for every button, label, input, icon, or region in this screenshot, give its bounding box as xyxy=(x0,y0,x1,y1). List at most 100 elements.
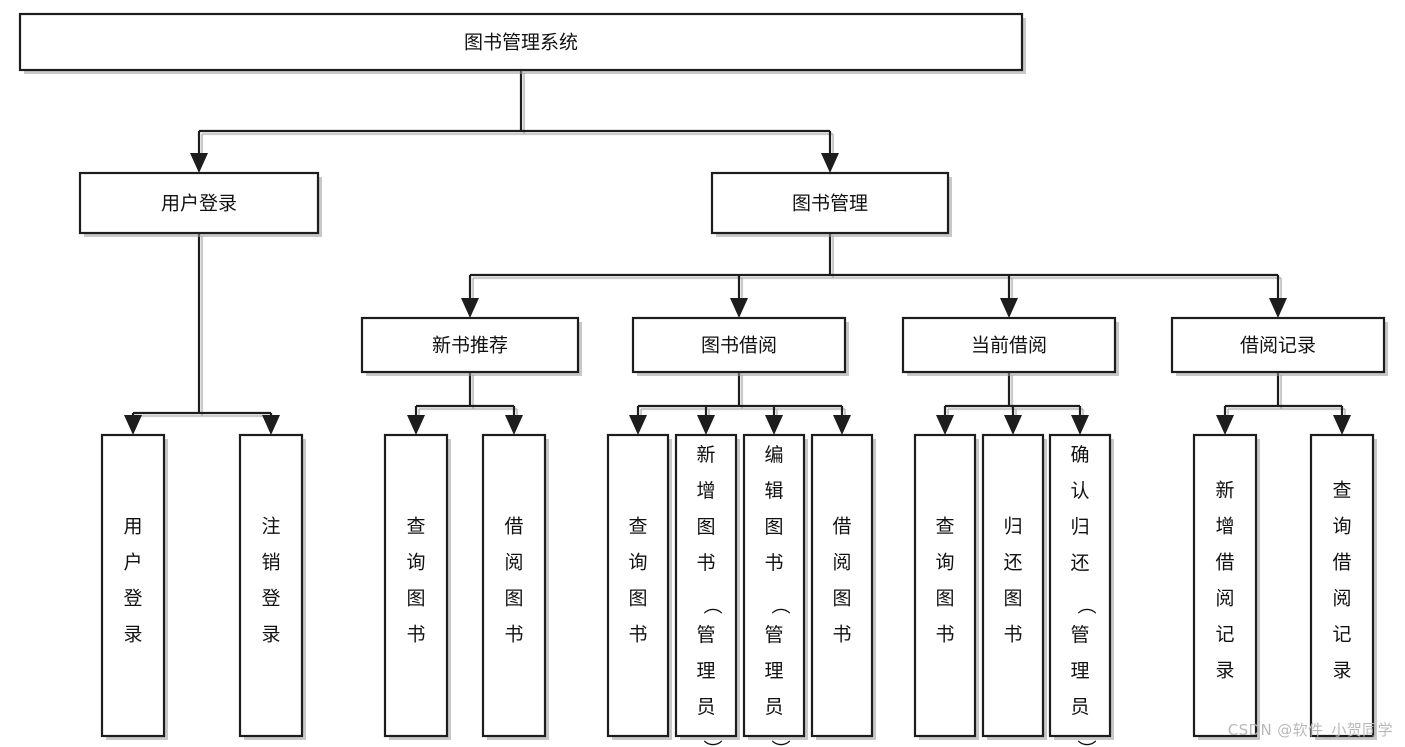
node-rect[interactable] xyxy=(710,171,950,235)
node-label-char: 查 xyxy=(935,516,954,538)
node-rect[interactable] xyxy=(901,316,1117,374)
arrow-head xyxy=(461,298,479,318)
node-book-manage[interactable]: 图书管理 xyxy=(710,171,952,237)
node-label-char: 理 xyxy=(696,660,715,682)
node-rect[interactable] xyxy=(674,433,738,738)
edge-group-user-login xyxy=(124,233,280,435)
node-label-char: 新 xyxy=(1215,480,1234,502)
node-label: 用户登录 xyxy=(161,193,237,215)
node-label-char: 记 xyxy=(1215,624,1234,646)
node-rect[interactable] xyxy=(100,433,166,738)
arrow-head xyxy=(1000,298,1018,318)
node-rect[interactable] xyxy=(742,433,806,738)
arrow-head xyxy=(1216,415,1234,435)
node-rect[interactable] xyxy=(981,433,1045,738)
node-label-char: 查 xyxy=(628,516,647,538)
node-label-char: 录 xyxy=(261,624,280,646)
node-label-char: 图 xyxy=(628,588,647,610)
node-label-char: 查 xyxy=(1332,480,1351,502)
node-label-char: 图 xyxy=(504,588,523,610)
node-label-char: 书 xyxy=(628,624,647,646)
node-label-char: 询 xyxy=(628,552,647,574)
arrow-head xyxy=(821,153,839,173)
arrow-head xyxy=(190,153,208,173)
edge-group-borrow-record xyxy=(1216,372,1351,435)
node-label-char: 录 xyxy=(1215,660,1234,682)
node-label-char: 管 xyxy=(764,624,783,646)
arrow-head xyxy=(1004,415,1022,435)
arrow-head xyxy=(262,415,280,435)
arrow-head xyxy=(124,415,142,435)
node-label-char: 管 xyxy=(1070,624,1089,646)
node-label-char: 书 xyxy=(696,552,715,574)
node-rect[interactable] xyxy=(1048,433,1112,738)
node-borrow-record[interactable]: 借阅记录 xyxy=(1170,316,1388,376)
edge-layer xyxy=(124,70,1351,435)
node-label-char: ） xyxy=(1075,739,1097,747)
node-layer: 图书管理系统用户登录图书管理新书推荐图书借阅当前借阅借阅记录用户登录注销登录查询… xyxy=(18,12,1388,747)
node-label-char: （ xyxy=(701,595,723,614)
node-label-char: 借 xyxy=(1215,552,1234,574)
node-label-char: 询 xyxy=(1332,516,1351,538)
arrow-head xyxy=(505,415,523,435)
node-label: 当前借阅 xyxy=(971,335,1047,357)
node-label-char: 登 xyxy=(261,588,280,610)
node-book-borrow[interactable]: 图书借阅 xyxy=(631,316,849,376)
arrow-head xyxy=(629,415,647,435)
node-label-char: 图 xyxy=(935,588,954,610)
arrow-head xyxy=(936,415,954,435)
node-label-char: 户 xyxy=(123,552,142,574)
node-label-char: 增 xyxy=(696,480,715,502)
node-label-char: 注 xyxy=(261,516,280,538)
node-label-char: 书 xyxy=(935,624,954,646)
node-root[interactable]: 图书管理系统 xyxy=(18,12,1026,74)
node-rect[interactable] xyxy=(810,433,874,738)
node-label-char: 图 xyxy=(764,516,783,538)
node-label-char: 录 xyxy=(123,624,142,646)
node-rect[interactable] xyxy=(78,171,320,235)
node-rect[interactable] xyxy=(913,433,977,738)
node-rect[interactable] xyxy=(238,433,304,738)
node-label-char: 阅 xyxy=(504,552,523,574)
arrow-head xyxy=(407,415,425,435)
node-rect[interactable] xyxy=(1192,433,1258,738)
node-rect[interactable] xyxy=(631,316,847,374)
node-rect[interactable] xyxy=(606,433,670,738)
node-label: 新书推荐 xyxy=(432,335,508,357)
node-label-char: （ xyxy=(769,595,791,614)
node-label-char: 辑 xyxy=(764,480,783,502)
node-rect[interactable] xyxy=(1309,433,1375,738)
node-rect[interactable] xyxy=(481,433,547,738)
node-rect[interactable] xyxy=(1170,316,1386,374)
node-rect[interactable] xyxy=(360,316,580,374)
node-label-char: 还 xyxy=(1003,552,1022,574)
node-label-char: 管 xyxy=(696,624,715,646)
arrow-head xyxy=(765,415,783,435)
node-label-char: 询 xyxy=(406,552,425,574)
node-new-book-rec[interactable]: 新书推荐 xyxy=(360,316,582,376)
node-rect[interactable] xyxy=(383,433,449,738)
node-label: 图书管理 xyxy=(792,193,868,215)
node-label-char: 书 xyxy=(764,552,783,574)
node-current-borrow[interactable]: 当前借阅 xyxy=(901,316,1119,376)
node-leaf-user-login[interactable]: 用户登录 xyxy=(100,433,168,740)
arrow-head xyxy=(1269,298,1287,318)
node-user-login[interactable]: 用户登录 xyxy=(78,171,322,237)
arrow-head xyxy=(730,298,748,318)
node-label-char: 查 xyxy=(406,516,425,538)
arrow-head xyxy=(833,415,851,435)
edge-group-current-borrow xyxy=(936,372,1089,435)
node-rect[interactable] xyxy=(18,12,1024,72)
